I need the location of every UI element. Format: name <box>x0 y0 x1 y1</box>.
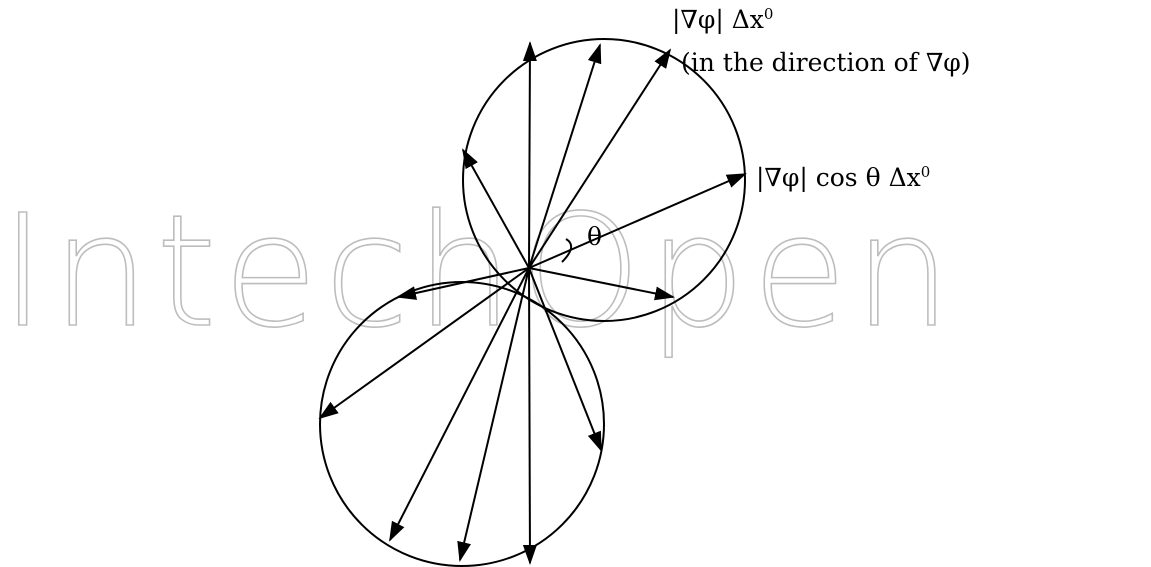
watermark-text: IntechOpen <box>0 181 958 362</box>
gradient-direction-label: (in the direction of ∇φ) <box>681 48 971 77</box>
arrow-upper-right-steep <box>528 43 602 269</box>
arrow-right <box>528 267 675 301</box>
arrow-down-left <box>457 267 530 562</box>
arrow-down <box>522 267 537 565</box>
arrow-up <box>522 41 537 269</box>
arrow-upper-left <box>462 148 530 269</box>
arrow-projection <box>528 173 747 269</box>
arrow-lower-right <box>528 267 602 452</box>
angle-label: θ <box>587 222 602 251</box>
arrow-lower-left-steep <box>389 267 530 542</box>
arrow-left <box>396 267 530 300</box>
gradient-magnitude-label: |∇φ| Δx0 <box>672 5 773 35</box>
angle-arc <box>561 238 573 263</box>
vector-arrows <box>318 41 747 565</box>
projection-label: |∇φ| cos θ Δx0 <box>756 163 930 193</box>
arrow-gradient-direction <box>528 48 672 269</box>
arrow-lower-left <box>318 267 530 420</box>
